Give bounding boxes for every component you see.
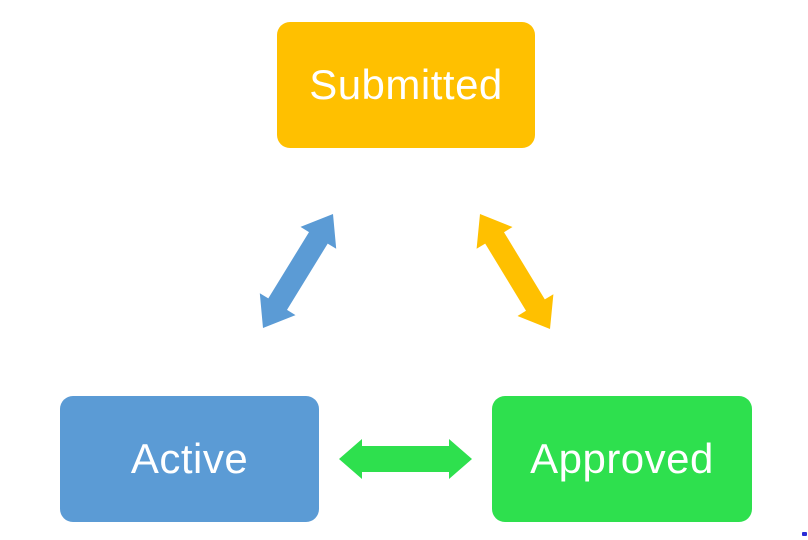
double-arrow-active-submitted-icon — [259, 214, 337, 328]
double-arrow-active-approved-icon — [339, 439, 472, 479]
node-submitted-label: Submitted — [309, 61, 503, 108]
node-approved: Approved — [492, 396, 752, 522]
node-active-label: Active — [130, 435, 249, 482]
corner-artifact-dot — [802, 532, 807, 536]
node-submitted: Submitted — [277, 22, 535, 148]
node-active: Active — [60, 396, 319, 522]
double-arrow-submitted-approved-icon — [476, 214, 554, 329]
node-approved-label: Approved — [530, 435, 714, 482]
